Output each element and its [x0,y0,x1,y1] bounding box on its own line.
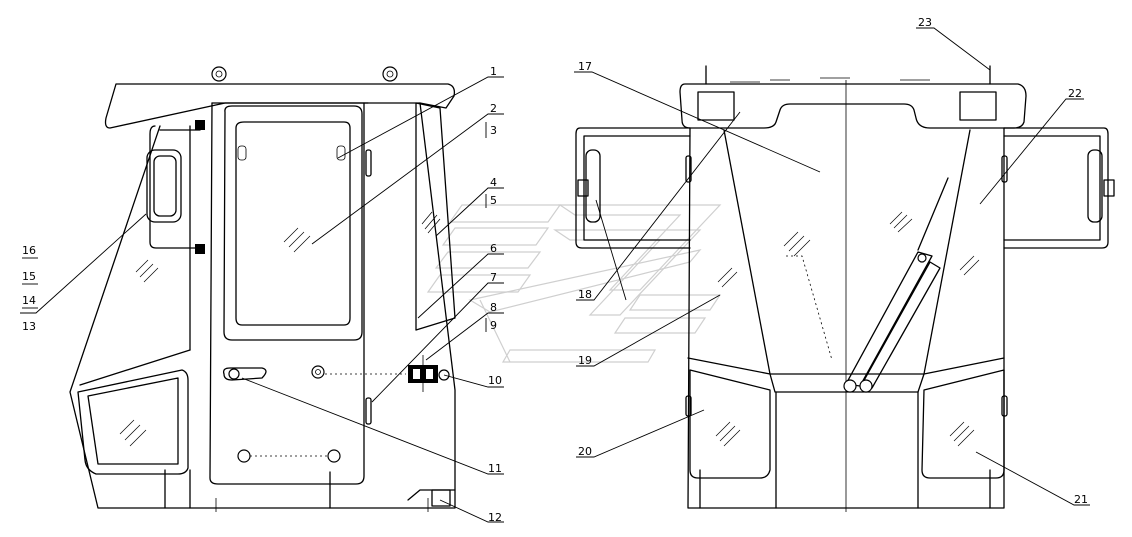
callout-5: 5 [490,194,497,207]
front-mirror-left [575,127,692,249]
callout-20: 20 [578,445,592,458]
step-bracket [431,489,451,507]
callout-22: 22 [1068,87,1082,100]
door-latch [408,355,438,392]
callout-19: 19 [578,354,592,367]
front-roof [679,83,1027,129]
callout-8: 8 [490,301,497,314]
rear-side-window [415,102,456,331]
front-lower-left-window [689,369,771,479]
lifting-eye-left [211,66,227,82]
door-handle [222,367,267,381]
callout-15: 15 [22,270,36,283]
door-frame [223,105,363,341]
callout-3: 3 [490,124,497,137]
callout-21: 21 [1074,493,1088,506]
callout-17: 17 [578,60,592,73]
callout-1: 1 [490,65,497,78]
wiper-assembly [843,177,949,393]
front-lower-right-window [921,369,1005,479]
callout-10: 10 [488,374,502,387]
front-lower-window [77,369,189,475]
door-hinge-lower [365,397,372,425]
callout-labels: 1 2 3 4 5 6 7 8 9 10 11 12 13 14 15 16 1… [22,16,1088,524]
callout-4: 4 [490,176,497,189]
callout-23: 23 [918,16,932,29]
callout-12: 12 [488,511,502,524]
leader-lines-right [574,27,1090,506]
callout-13: 13 [22,320,36,333]
door-lock [311,365,325,379]
callout-16: 16 [22,244,36,257]
callout-7: 7 [490,271,497,284]
cab-door [209,102,365,485]
cab-body [69,102,456,509]
callout-2: 2 [490,102,497,115]
front-mirror-right [1001,127,1115,249]
door-window [235,121,351,326]
cab-side-view [20,66,504,523]
lifting-eye-right [382,66,398,82]
work-light-right [959,91,997,121]
side-mirror [146,120,205,254]
callout-6: 6 [490,242,497,255]
watermark-logo [426,204,722,363]
leader-lines-left [20,76,504,523]
work-light-left [697,91,735,121]
callout-9: 9 [490,319,497,332]
callout-18: 18 [578,288,592,301]
callout-11: 11 [488,462,502,475]
callout-14: 14 [22,294,36,307]
door-hinge-upper [365,149,372,177]
cab-front-view [574,27,1115,512]
